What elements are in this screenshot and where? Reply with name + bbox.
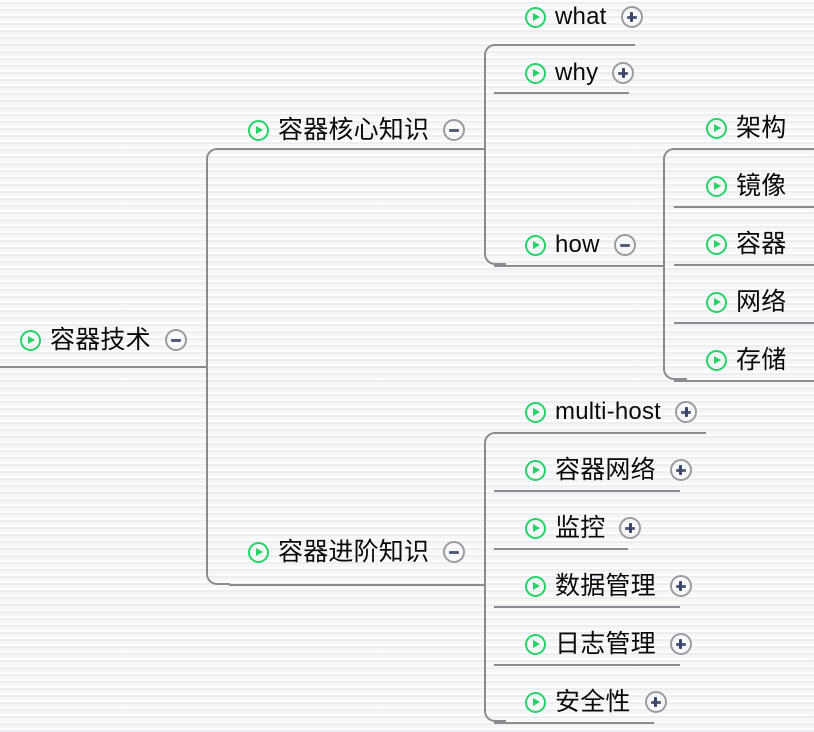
node-label-image: 镜像 [736, 171, 787, 200]
play-circle-icon[interactable] [525, 633, 546, 655]
node-what[interactable]: what [525, 0, 643, 37]
node-monitoring[interactable]: 监控 [525, 508, 642, 548]
node-label-container-network: 容器网络 [555, 455, 656, 484]
connector-cunchu-underline [674, 380, 814, 382]
node-label-how: how [555, 231, 600, 258]
expand-toggle-container-network[interactable] [669, 459, 692, 481]
node-label-data-management: 数据管理 [555, 571, 656, 600]
collapse-toggle-advanced-knowledge[interactable] [443, 541, 466, 563]
node-data-management[interactable]: 数据管理 [525, 566, 692, 606]
connector-root-bracket [205, 148, 230, 585]
play-circle-icon[interactable] [525, 6, 546, 28]
node-advanced-knowledge[interactable]: 容器进阶知识 [248, 532, 466, 572]
node-network[interactable]: 网络 [706, 282, 786, 322]
play-circle-icon[interactable] [706, 175, 727, 197]
connector-root-underline [0, 366, 208, 368]
node-label-log-management: 日志管理 [555, 629, 656, 658]
connector-jiankong-underline [494, 548, 628, 550]
connector-what-underline [494, 44, 635, 46]
expand-toggle-what[interactable] [620, 6, 643, 28]
node-label-monitoring: 监控 [555, 513, 606, 542]
connector-why-underline [494, 92, 629, 94]
play-circle-icon[interactable] [525, 401, 546, 423]
node-label-root: 容器技术 [50, 325, 151, 354]
collapse-toggle-root[interactable] [164, 329, 187, 351]
node-container[interactable]: 容器 [706, 224, 786, 264]
node-root[interactable]: 容器技术 [20, 320, 187, 360]
expand-toggle-data-management[interactable] [669, 575, 692, 597]
play-circle-icon[interactable] [525, 691, 546, 713]
connector-wangluo-underline [674, 322, 814, 324]
node-how[interactable]: how [525, 225, 636, 265]
connector-advanced-children-bracket [483, 432, 506, 722]
node-label-why: why [555, 59, 599, 86]
node-image[interactable]: 镜像 [706, 166, 786, 206]
expand-toggle-why[interactable] [612, 62, 635, 84]
play-circle-icon[interactable] [706, 117, 727, 139]
node-storage[interactable]: 存储 [706, 340, 786, 380]
play-circle-icon[interactable] [525, 62, 546, 84]
expand-toggle-monitoring[interactable] [619, 517, 642, 539]
play-circle-icon[interactable] [248, 119, 269, 141]
play-circle-icon[interactable] [706, 349, 727, 371]
node-multi-host[interactable]: multi-host [525, 392, 698, 432]
node-container-network[interactable]: 容器网络 [525, 450, 692, 490]
node-label-advanced-knowledge: 容器进阶知识 [278, 537, 430, 566]
connector-multihost-underline [494, 432, 706, 434]
connector-shujuguanli-underline [494, 606, 680, 608]
node-label-storage: 存储 [736, 345, 787, 374]
connector-jiagou-underline [674, 148, 814, 150]
play-circle-icon[interactable] [525, 234, 546, 256]
play-circle-icon[interactable] [20, 329, 41, 351]
node-architecture[interactable]: 架构 [706, 108, 786, 148]
connector-core-children-bracket [483, 44, 506, 265]
expand-toggle-security[interactable] [644, 691, 667, 713]
node-security[interactable]: 安全性 [525, 682, 667, 722]
play-circle-icon[interactable] [706, 291, 727, 313]
connector-core-underline [229, 148, 486, 150]
play-circle-icon[interactable] [706, 233, 727, 255]
node-label-multi-host: multi-host [555, 398, 662, 425]
node-label-core-knowledge: 容器核心知识 [278, 115, 430, 144]
node-label-what: what [555, 3, 607, 30]
connector-anquanxing-underline [494, 722, 654, 724]
node-label-architecture: 架构 [736, 113, 787, 142]
node-log-management[interactable]: 日志管理 [525, 624, 692, 664]
expand-toggle-multi-host[interactable] [675, 401, 698, 423]
connector-advanced-underline [229, 584, 486, 586]
collapse-toggle-core-knowledge[interactable] [443, 119, 466, 141]
play-circle-icon[interactable] [525, 517, 546, 539]
collapse-toggle-how[interactable] [613, 234, 636, 256]
node-label-security: 安全性 [555, 687, 631, 716]
play-circle-icon[interactable] [525, 459, 546, 481]
connector-jingxiang-underline [674, 206, 814, 208]
expand-toggle-log-management[interactable] [669, 633, 692, 655]
play-circle-icon[interactable] [525, 575, 546, 597]
node-core-knowledge[interactable]: 容器核心知识 [248, 110, 466, 150]
connector-rizhiguanli-underline [494, 664, 680, 666]
play-circle-icon[interactable] [248, 541, 269, 563]
node-why[interactable]: why [525, 53, 635, 93]
connector-rongqiwangluo-underline [494, 490, 680, 492]
connector-rongqi-underline [674, 264, 814, 266]
connector-how-underline [494, 265, 664, 267]
node-label-container: 容器 [736, 229, 787, 258]
node-label-network: 网络 [736, 287, 787, 316]
